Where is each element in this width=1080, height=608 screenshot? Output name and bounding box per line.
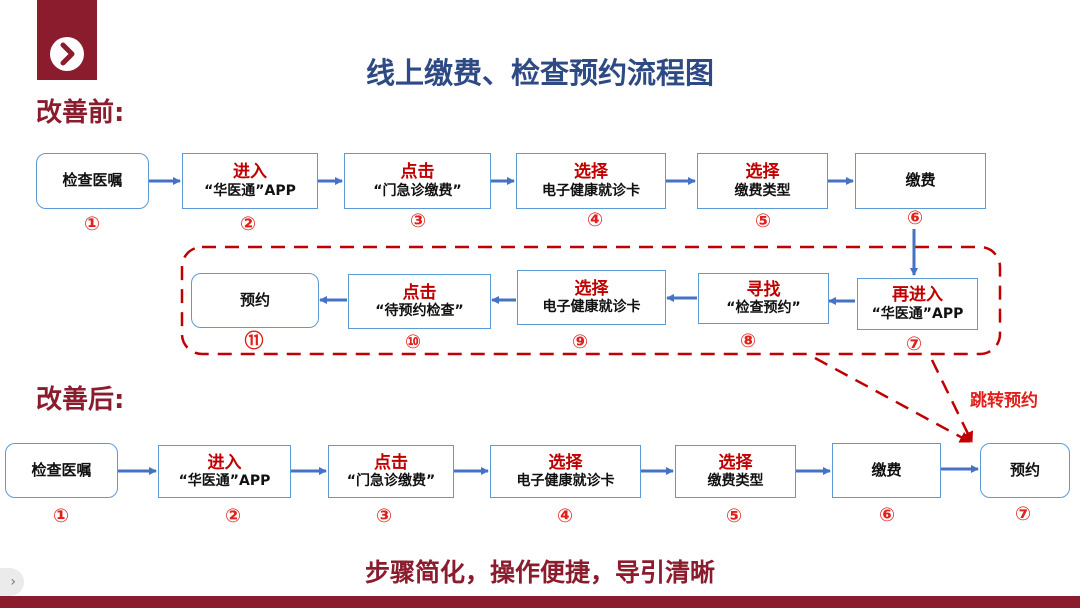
step-number: ⑦ bbox=[905, 333, 923, 355]
step-number: ④ bbox=[586, 209, 604, 231]
before-step-6: 缴费 bbox=[855, 153, 986, 209]
chevron-right-icon bbox=[50, 37, 84, 71]
step-number: ④ bbox=[556, 505, 574, 527]
slide-nav-button[interactable]: › bbox=[0, 568, 24, 596]
before-step-10: 点击 “待预约检查” bbox=[348, 274, 491, 329]
step-action: 选择 bbox=[718, 452, 753, 473]
step-number: ⑦ bbox=[1014, 503, 1032, 525]
step-object: 缴费类型 bbox=[707, 473, 764, 490]
after-step-4: 选择 电子健康就诊卡 bbox=[490, 445, 641, 498]
step-object: 缴费类型 bbox=[734, 182, 791, 199]
step-action: 进入 bbox=[207, 452, 242, 473]
step-action: 选择 bbox=[745, 162, 780, 183]
step-action: 点击 bbox=[402, 282, 437, 303]
step-number: ⑥ bbox=[878, 504, 896, 526]
after-step-5: 选择 缴费类型 bbox=[675, 445, 796, 498]
step-object: “华医通”APP bbox=[178, 473, 271, 490]
step-number: ③ bbox=[409, 210, 427, 232]
before-step-1: 检查医嘱 bbox=[36, 153, 149, 209]
step-number: ③ bbox=[375, 505, 393, 527]
step-number: ⑧ bbox=[739, 330, 757, 352]
step-label: 检查医嘱 bbox=[31, 460, 92, 479]
step-action: 进入 bbox=[233, 162, 267, 183]
step-action: 寻找 bbox=[746, 279, 781, 300]
after-step-6: 缴费 bbox=[832, 443, 941, 498]
step-label: 预约 bbox=[239, 290, 270, 309]
step-number: ⑥ bbox=[906, 207, 924, 229]
before-step-4: 选择 电子健康就诊卡 bbox=[516, 153, 666, 209]
step-object: “待预约检查” bbox=[375, 303, 464, 320]
step-label: 预约 bbox=[1009, 460, 1040, 479]
step-action: 选择 bbox=[574, 162, 608, 183]
step-action: 选择 bbox=[548, 452, 583, 473]
after-step-7: 预约 bbox=[980, 443, 1070, 498]
jump-arrow bbox=[814, 356, 971, 444]
step-object: 电子健康就诊卡 bbox=[516, 473, 615, 490]
before-section-label: 改善前: bbox=[36, 98, 125, 128]
before-step-5: 选择 缴费类型 bbox=[697, 153, 828, 209]
step-object: “门急诊缴费” bbox=[373, 182, 462, 199]
step-number: ⑪ bbox=[244, 330, 264, 352]
step-object: “华医通”APP bbox=[204, 182, 296, 199]
step-label: 缴费 bbox=[905, 171, 936, 190]
step-number: ② bbox=[239, 213, 257, 235]
after-step-3: 点击 “门急诊缴费” bbox=[328, 445, 454, 498]
step-number: ① bbox=[52, 505, 70, 527]
before-step-11: 预约 bbox=[191, 273, 319, 328]
step-number: ⑨ bbox=[571, 331, 589, 353]
summary-text: 步骤简化，操作便捷，导引清晰 bbox=[364, 558, 715, 587]
before-step-7: 再进入 “华医通”APP bbox=[857, 278, 978, 330]
page-title: 线上缴费、检查预约流程图 bbox=[365, 56, 714, 90]
step-label: 检查医嘱 bbox=[62, 171, 123, 190]
step-number: ⑩ bbox=[404, 331, 422, 353]
brand-logo bbox=[37, 0, 97, 80]
step-object: 电子健康就诊卡 bbox=[542, 182, 640, 199]
step-object: “华医通”APP bbox=[871, 305, 964, 322]
bottom-bar bbox=[0, 596, 1080, 608]
step-action: 点击 bbox=[374, 452, 408, 473]
before-step-8: 寻找 “检查预约” bbox=[698, 273, 829, 324]
before-step-2: 进入 “华医通”APP bbox=[182, 153, 318, 209]
step-action: 点击 bbox=[400, 162, 435, 183]
after-step-2: 进入 “华医通”APP bbox=[158, 445, 291, 498]
jump-label: 跳转预约 bbox=[970, 391, 1038, 411]
before-return-region bbox=[180, 245, 1002, 356]
step-number: ⑤ bbox=[725, 505, 743, 527]
step-object: “门急诊缴费” bbox=[346, 473, 436, 490]
before-step-9: 选择 电子健康就诊卡 bbox=[517, 270, 666, 325]
after-step-1: 检查医嘱 bbox=[5, 443, 118, 498]
jump-arrow bbox=[930, 359, 974, 443]
after-section-label: 改善后: bbox=[36, 385, 125, 415]
step-number: ① bbox=[83, 213, 101, 235]
step-action: 选择 bbox=[574, 278, 609, 299]
step-number: ② bbox=[224, 505, 242, 527]
before-step-3: 点击 “门急诊缴费” bbox=[344, 153, 491, 209]
step-object: 电子健康就诊卡 bbox=[542, 299, 641, 316]
step-label: 缴费 bbox=[871, 460, 902, 479]
step-number: ⑤ bbox=[754, 210, 772, 232]
chevron-right-icon: › bbox=[10, 574, 16, 590]
step-action: 再进入 bbox=[892, 285, 943, 306]
step-object: “检查预约” bbox=[726, 300, 801, 317]
